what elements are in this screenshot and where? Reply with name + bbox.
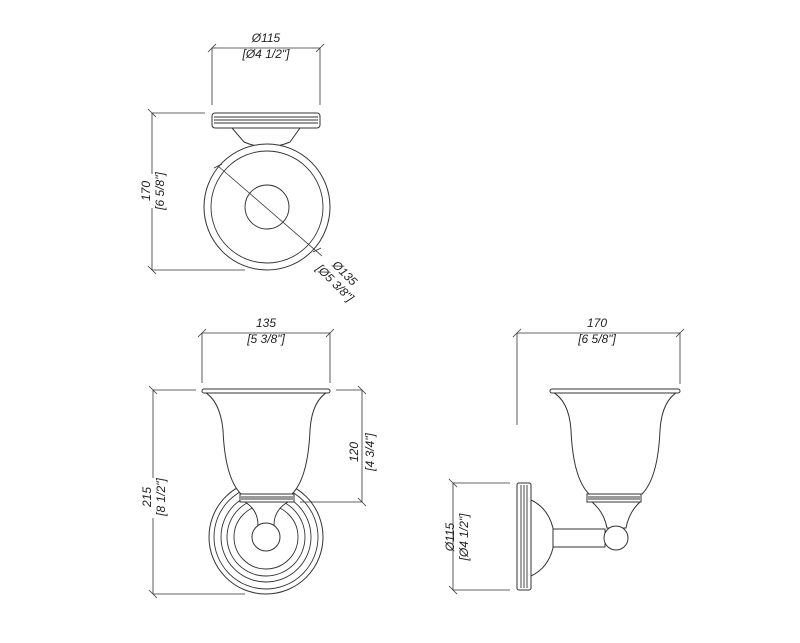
top-height-mm: 170 [139,181,153,201]
side-plate-mm: Ø115 [443,522,457,552]
front-shade-mm: 120 [347,442,361,462]
side-plate-in: [Ø4 1/2"] [457,513,471,562]
front-shade-in: [4 3/4"] [363,433,377,472]
side-view: 170 [6 5/8"] Ø115 [Ø4 1/2"] [443,316,685,595]
top-view: Ø115 [Ø4 1/2"] Ø135 [Ø5 3/8"] 170 [6 5/8… [139,31,360,305]
front-width-in: [5 3/8"] [246,332,285,346]
side-depth-in: [6 5/8"] [577,332,616,346]
front-view: 135 [5 3/8"] 215 [8 1/2"] 120 [4 3/4"] [140,316,377,599]
front-width-mm: 135 [256,316,276,330]
top-width-in: [Ø4 1/2"] [242,47,291,61]
side-depth-mm: 170 [587,316,607,330]
top-height-in: [6 5/8"] [153,172,167,211]
front-height-in: [8 1/2"] [154,478,168,517]
front-height-mm: 215 [140,487,154,508]
top-width-mm: Ø115 [251,31,281,45]
